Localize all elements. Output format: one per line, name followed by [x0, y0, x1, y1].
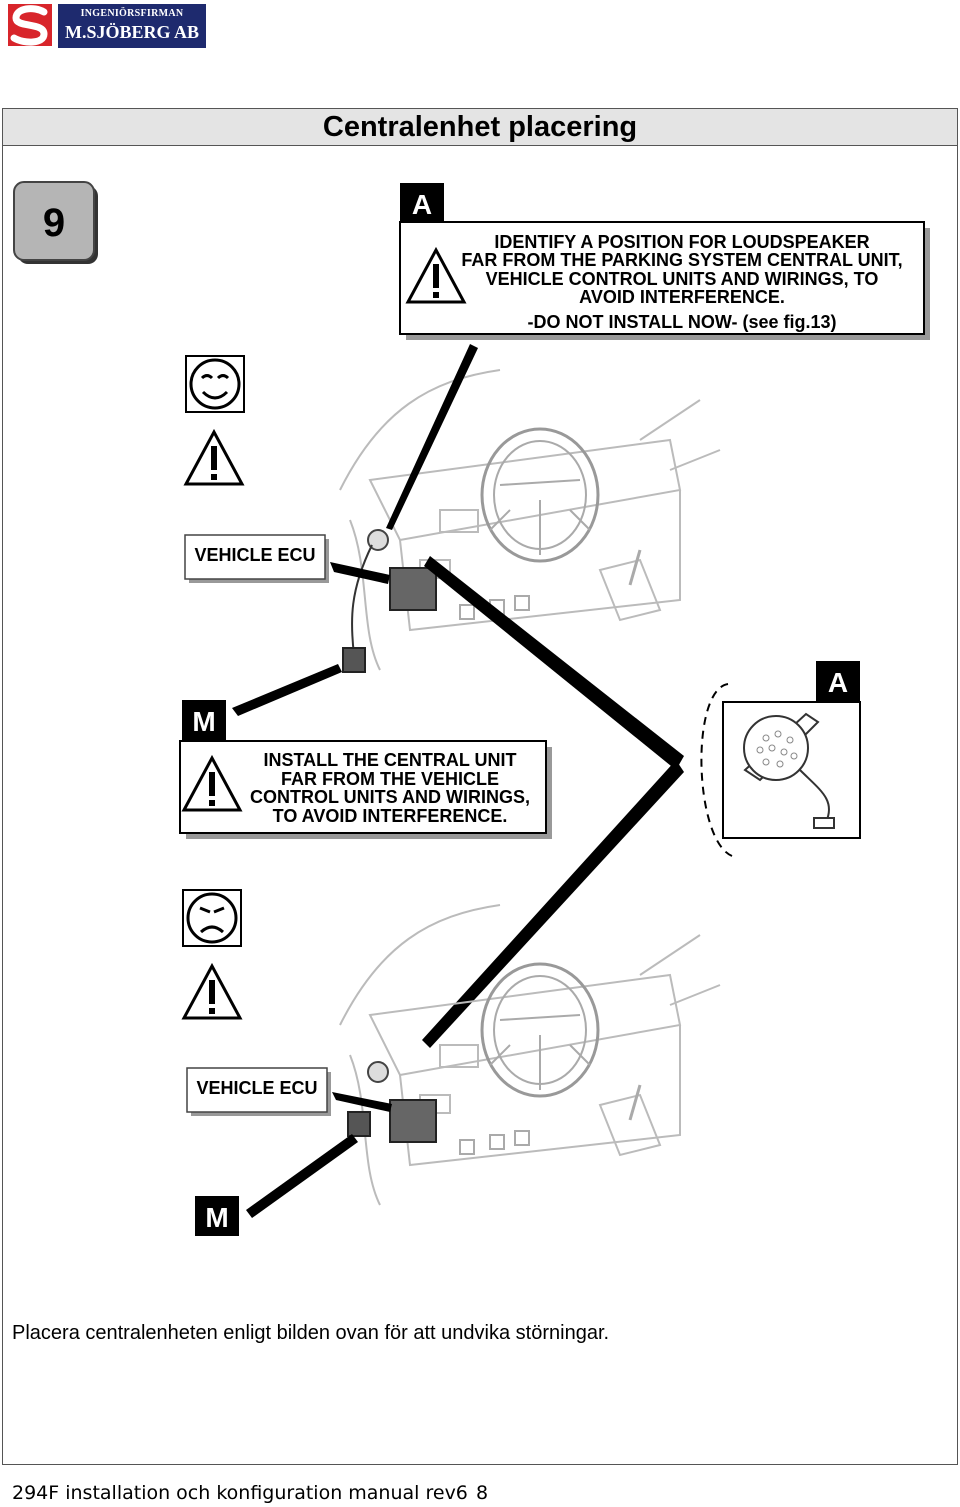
installation-figure: 9 A IDENTIFY A POSITION FOR LOUDSPEAKER …: [13, 181, 930, 1236]
callout-a-letter: A: [412, 189, 432, 220]
caption-text: Placera centralenheten enligt bilden ova…: [12, 1322, 610, 1344]
page-number: 8: [476, 1482, 489, 1504]
vehicle-ecu-text-top: VEHICLE ECU: [194, 545, 315, 565]
callout-a-line-2: FAR FROM THE PARKING SYSTEM CENTRAL UNIT…: [461, 250, 902, 270]
company-logo: INGENIÖRSFIRMAN M.SJÖBERG AB: [6, 2, 206, 48]
speaker-tag: [816, 661, 860, 701]
central-unit-top: [342, 647, 366, 673]
speaker-letter: A: [828, 667, 848, 698]
title-bar: Centralenhet placering: [3, 109, 957, 146]
logo-s-icon: [6, 2, 56, 48]
vehicle-ecu-label-top: VEHICLE ECU: [184, 534, 329, 583]
happy-face-icon: [185, 355, 245, 413]
callout-a-tag: [400, 183, 444, 223]
callout-m-line-2: FAR FROM THE VEHICLE: [281, 769, 499, 789]
logo-company-name: M.SJÖBERG AB: [64, 22, 200, 42]
page-title: Centralenhet placering: [322, 111, 638, 143]
callout-m-line-1: INSTALL THE CENTRAL UNIT: [264, 750, 517, 770]
logo-wordmark: INGENIÖRSFIRMAN M.SJÖBERG AB: [58, 4, 206, 48]
warning-icon: [182, 964, 242, 1020]
callout-m-line-4: TO AVOID INTERFERENCE.: [273, 806, 508, 826]
loudspeaker-icon: [743, 715, 809, 781]
sad-face-icon: [182, 889, 242, 947]
page-frame: Centralenhet placering: [2, 108, 958, 1465]
callout-m-tag: [182, 700, 226, 740]
warning-icon: [184, 430, 244, 486]
step-number-badge: 9: [13, 181, 98, 264]
vehicle-ecu-label-bottom: VEHICLE ECU: [186, 1067, 331, 1116]
callout-m-letter-top: M: [192, 706, 215, 737]
callout-a-line-5: -DO NOT INSTALL NOW- (see fig.13): [528, 312, 837, 332]
m-letter-bottom: M: [205, 1202, 228, 1233]
callout-a-line-3: VEHICLE CONTROL UNITS AND WIRINGS, TO: [486, 269, 879, 289]
ecu-box-bottom: [389, 1099, 437, 1143]
central-unit-bottom: [347, 1111, 371, 1137]
callout-a-line-1: IDENTIFY A POSITION FOR LOUDSPEAKER: [494, 232, 869, 252]
step-number: 9: [43, 201, 65, 245]
connector-bottom: [367, 1061, 389, 1083]
callout-m: M INSTALL THE CENTRAL UNIT FAR FROM THE …: [179, 700, 552, 839]
logo-company-top: INGENIÖRSFIRMAN: [80, 8, 184, 19]
m-tag-bottom: [195, 1196, 239, 1236]
connector-top: [367, 529, 389, 551]
ecu-box-top: [389, 567, 437, 611]
dashboard-illustration-top: [338, 368, 722, 672]
footer-text: 294F installation och konfiguration manu…: [12, 1482, 468, 1504]
vehicle-ecu-text-bottom: VEHICLE ECU: [196, 1078, 317, 1098]
callout-a: A IDENTIFY A POSITION FOR LOUDSPEAKER FA…: [399, 183, 930, 340]
dashboard-illustration-bottom: [338, 903, 722, 1207]
speaker-detail: A: [700, 661, 861, 857]
callout-m-line-3: CONTROL UNITS AND WIRINGS,: [250, 787, 530, 807]
callout-a-line-4: AVOID INTERFERENCE.: [579, 287, 785, 307]
